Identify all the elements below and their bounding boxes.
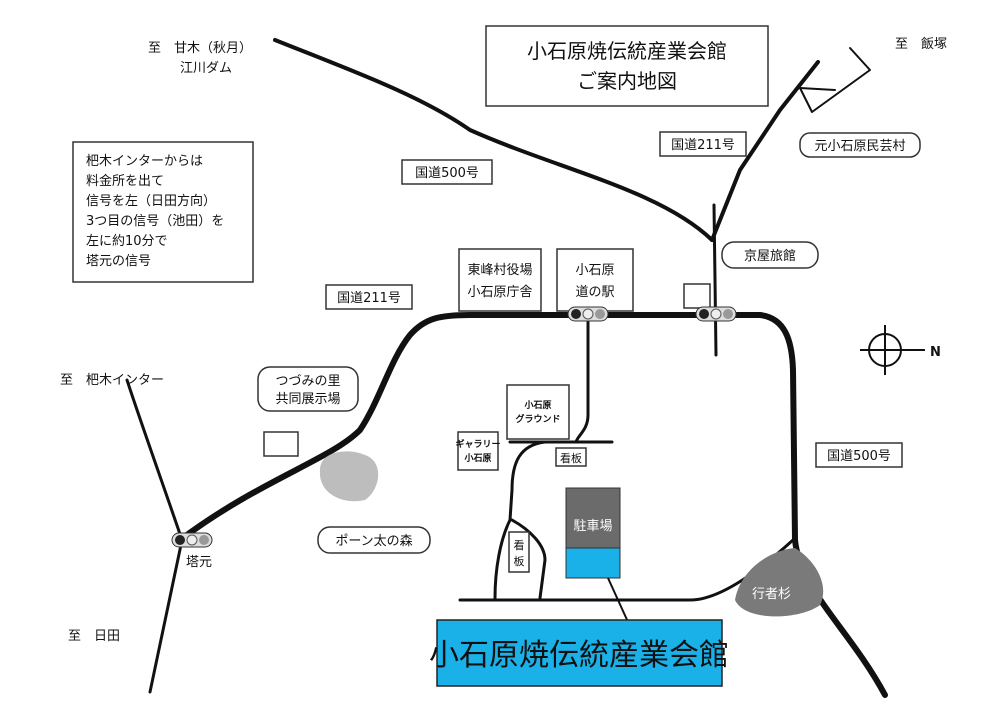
svg-text:小石原庁舎: 小石原庁舎 [467,285,532,300]
dest-haki: 至 杷木インター [60,373,164,388]
map-title: 小石原焼伝統産業会館 ご案内地図 [485,25,769,107]
hall-building [565,547,621,579]
sign-kanban-1 [555,447,587,467]
road-tougen [125,378,184,694]
tsuzumi-building [263,431,299,457]
svg-text:塔元の信号: 塔元の信号 [86,254,151,269]
svg-text:料金所を出て: 料金所を出て [86,173,164,189]
landmark-tsuzumi [257,366,359,412]
parking: 駐車場 [565,487,621,579]
svg-text:ギャラリー: ギャラリー [455,438,500,450]
road-label-500-right [815,442,903,468]
landmark-ground [506,384,570,440]
traffic-light-kyoya-icon [695,306,737,322]
svg-text:看板: 看板 [560,451,582,465]
dest-hita: 至 日田 [68,629,120,644]
road-label-211-left [325,284,413,310]
gyojasugi-area [735,548,824,617]
road-gallery [493,440,547,600]
road-label-211-top [659,131,747,157]
svg-text:国道500号: 国道500号 [827,449,891,464]
landmark-ponta-forest [317,526,431,554]
svg-text:3つ目の信号（池田）を: 3つ目の信号（池田）を [86,214,224,229]
landmark-gyojasugi: 行者杉 [752,587,791,602]
landmark-moto-mingeimura [799,132,921,158]
svg-text:小石原: 小石原 [463,452,491,464]
svg-text:駐車場: 駐車場 [573,519,612,534]
callout-pointer [607,577,629,623]
road-label-500-top [401,159,493,185]
destination-callout-box [436,619,723,687]
landmark-michinoeki [556,248,634,312]
landmark-gallery [457,431,499,471]
dest-iizuka: 至 飯塚 [895,37,947,52]
traffic-light-tougen-icon [171,532,213,548]
svg-text:ポーン太の森: ポーン太の森 [335,534,412,549]
ponta-forest-area [319,451,379,502]
svg-text:国道500号: 国道500号 [415,166,479,181]
road-kyoya [712,203,718,357]
directions-note: 杷木インターからは 料金所を出て 信号を左（日田方向） 3つ目の信号（池田）を … [72,141,254,283]
svg-text:N: N [930,345,941,360]
svg-text:共同展示場: 共同展示場 [275,392,340,407]
svg-text:杷木インターからは: 杷木インターからは [86,154,203,169]
svg-text:国道211号: 国道211号 [337,291,401,306]
sign-kanban-2 [508,531,530,573]
svg-text:板: 板 [514,554,525,568]
road-500-north [273,38,714,242]
road-kanban [510,518,547,600]
road-mingeimura [799,47,871,113]
svg-text:グラウンド: グラウンド [515,413,560,425]
road-station [574,318,590,444]
dest-amagi: 至 甘木（秋月） [148,41,252,56]
svg-text:看: 看 [514,538,525,552]
svg-text:小石原: 小石原 [523,399,551,411]
svg-text:国道211号: 国道211号 [671,138,735,153]
svg-text:京屋旅館: 京屋旅館 [744,249,796,264]
kyoya-building [683,283,711,309]
dest-egawa: 江川ダム [180,61,232,76]
landmark-touho-office [458,248,542,312]
svg-text:つづみの里: つづみの里 [275,374,340,389]
svg-text:左に約10分で: 左に約10分で [86,234,168,249]
svg-text:信号を左（日田方向）: 信号を左（日田方向） [86,193,216,209]
traffic-light-station-icon [567,306,609,322]
svg-text:元小石原民芸村: 元小石原民芸村 [814,138,905,154]
svg-text:ご案内地図: ご案内地図 [577,69,677,93]
svg-text:道の駅: 道の駅 [575,285,614,300]
svg-text:小石原: 小石原 [575,263,614,278]
svg-text:東峰村役場: 東峰村役場 [467,262,532,278]
landmark-tougen: 塔元 [186,555,212,570]
destination-callout: 小石原焼伝統産業会館 [429,638,729,673]
road-211-north [710,60,820,242]
landmark-kyoya [721,241,819,269]
compass-icon: N [860,325,941,375]
svg-text:小石原焼伝統産業会館: 小石原焼伝統産業会館 [527,39,727,63]
